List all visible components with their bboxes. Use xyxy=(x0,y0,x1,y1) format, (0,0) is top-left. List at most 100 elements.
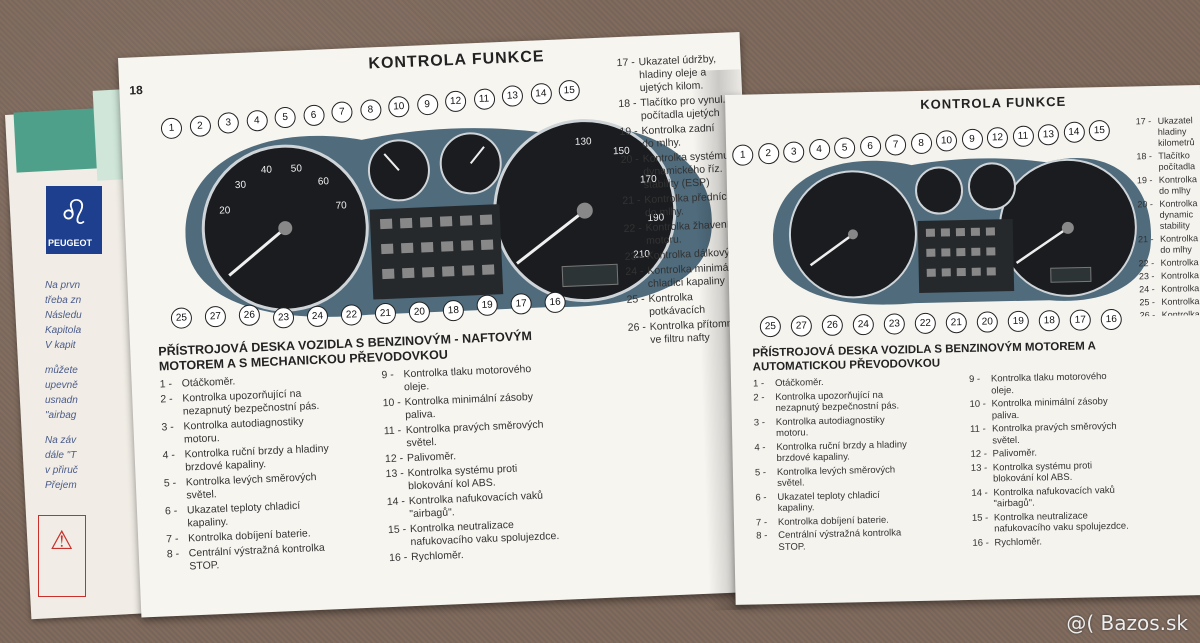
legend-text: Kontrolka autodiagnostiky motoru. xyxy=(183,415,304,446)
tick-label: 50 xyxy=(291,163,303,174)
callout-number: 11 xyxy=(473,87,495,110)
legend-text: Kontrolka xyxy=(1161,283,1200,294)
legend-item: 2 -Kontrolka upozorňující na nezapnutý b… xyxy=(753,388,958,415)
tick-label: 40 xyxy=(261,164,273,175)
callout-number: 11 xyxy=(1012,125,1034,147)
legend-item: 22 - Kontrolka xyxy=(1139,257,1200,269)
legend-item: 23 -Kontrolka xyxy=(1139,270,1200,282)
legend-text: Kontrolka minimální zásoby paliva. xyxy=(991,396,1108,421)
cover-text-line: dále "T xyxy=(45,450,77,461)
legend-text: Kontrolka do mlhy xyxy=(1158,174,1198,196)
tick-label: 170 xyxy=(640,174,658,186)
legend-number: 18 - xyxy=(618,97,637,111)
legend-text: Kontrolka xyxy=(1160,257,1199,268)
legend-text: Kontrolka minimální zásoby paliva. xyxy=(404,390,534,422)
legend-number: 5 - xyxy=(754,466,767,478)
legend-number: 15 - xyxy=(387,523,407,537)
legend-text: Ukazatel hladiny kilometrů xyxy=(1157,115,1195,148)
legend-item: 26 -Kontrolka xyxy=(1140,309,1200,316)
legend-text: Kontrolka dynamic stability xyxy=(1159,198,1198,231)
legend-text: Palivoměr. xyxy=(992,447,1038,460)
legend-number: 9 - xyxy=(381,368,395,382)
legend-item: 9 -Kontrolka tlaku motorového oleje. xyxy=(969,370,1174,397)
cover-text-line: třeba zn xyxy=(45,295,82,306)
callout-number: 13 xyxy=(1037,123,1060,146)
odometer-display xyxy=(561,263,619,288)
legend-text: Kontrolka pravých směrových světel. xyxy=(405,418,544,450)
legend-number: 19 - xyxy=(1136,175,1153,186)
legend-text: Kontrolka xyxy=(1160,270,1200,281)
tick-label: 60 xyxy=(318,176,330,187)
instrument-cluster-diagram xyxy=(773,158,1152,305)
legend-number: 12 - xyxy=(970,448,988,460)
cover-text-line: upevně xyxy=(45,380,78,391)
legend-number: 23 - xyxy=(624,250,644,263)
legend-number: 10 - xyxy=(969,398,987,410)
legend-item: 16 - Rychloměr. xyxy=(972,533,1177,549)
legend-item: 11 -Kontrolka pravých směrových světel. xyxy=(970,420,1175,447)
callout-number: 19 xyxy=(1007,310,1030,333)
legend-number: 12 - xyxy=(384,452,404,466)
legend-number: 22 - xyxy=(1138,258,1155,269)
page-title: KONTROLA FUNKCE xyxy=(368,48,545,73)
legend-text: Kontrolka pravých směrových světel. xyxy=(991,420,1117,446)
legend-item: 19 - Kontrolka do mlhy xyxy=(1137,174,1200,197)
legend-item: 24 -Kontrolka xyxy=(1139,283,1200,295)
legend-text: Kontrolka neutralizace nafukovacího vaku… xyxy=(993,509,1129,535)
legend-item: 15 - Kontrolka neutralizace nafukovacího … xyxy=(972,508,1177,535)
legend-text: Kontrolka ruční brzdy a hladiny brzdové … xyxy=(776,438,907,464)
callout-number: 20 xyxy=(976,311,999,333)
callout-number: 27 xyxy=(790,315,813,337)
legend-text: Kontrolka xyxy=(1161,296,1200,307)
legend-text: Ukazatel teploty chladicí kapaliny. xyxy=(186,499,301,530)
legend-item: 18 -Tlačítko počítadla xyxy=(1136,150,1200,173)
temperature-needle xyxy=(383,153,400,172)
callout-number: 7 xyxy=(884,134,907,156)
legend-number: 16 - xyxy=(972,537,989,549)
legend-number: 17 - xyxy=(616,56,635,70)
callout-number: 8 xyxy=(910,132,932,154)
cover-text-line: v přiruč xyxy=(45,465,78,476)
legend-number: 22 - xyxy=(623,222,642,235)
page-number: 18 xyxy=(129,82,144,98)
callout-number: 22 xyxy=(914,312,937,335)
legend-text: Kontrolka neutralizace nafukovacího vaku… xyxy=(409,518,560,549)
legend-text: Kontrolka upozorňující na nezapnutý bezp… xyxy=(775,389,900,415)
callout-number: 14 xyxy=(529,82,552,105)
cover-text-line: Kapitola xyxy=(45,325,82,336)
legend-number: 13 - xyxy=(970,462,988,474)
legend-text: Rychloměr. xyxy=(994,535,1043,548)
tick-label: 30 xyxy=(235,180,247,191)
legend-text: Otáčkoměr. xyxy=(774,376,824,390)
tick-label: 70 xyxy=(335,200,347,211)
legend-text: Kontrolka ruční brzdy a hladiny brzdové … xyxy=(184,442,329,474)
legend-text: Centrální výstražná kontrolka STOP. xyxy=(188,541,325,573)
legend-text: Rychloměr. xyxy=(410,548,464,564)
legend-number: 6 - xyxy=(164,504,178,518)
legend-number: 26 - xyxy=(1139,310,1156,317)
callout-number: 23 xyxy=(883,313,906,335)
legend-list-col2: 9 -Kontrolka tlaku motorového oleje.10 -… xyxy=(381,360,599,567)
legend-number: 25 - xyxy=(626,293,645,306)
legend-item: 5 -Kontrolka levých směrových světel. xyxy=(755,463,960,490)
legend-number: 14 - xyxy=(971,487,988,499)
fuel-needle xyxy=(469,146,485,164)
callout-number: 6 xyxy=(302,103,325,126)
callout-number: 9 xyxy=(416,93,439,116)
legend-number: 3 - xyxy=(753,416,766,428)
legend-number: 20 - xyxy=(620,153,640,167)
warning-box xyxy=(38,515,86,597)
legend-number: 19 - xyxy=(619,125,638,139)
legend-item: 4 -Kontrolka ruční brzdy a hladiny brzdo… xyxy=(754,438,959,465)
legend-number: 15 - xyxy=(971,512,989,524)
callout-number: 8 xyxy=(359,98,382,121)
callout-number: 18 xyxy=(1038,310,1061,332)
callout-number: 1 xyxy=(732,144,754,166)
legend-number: 21 - xyxy=(622,194,641,207)
callout-number: 25 xyxy=(759,315,782,338)
legend-number: 3 - xyxy=(161,420,175,434)
legend-number: 20 - xyxy=(1137,199,1153,210)
